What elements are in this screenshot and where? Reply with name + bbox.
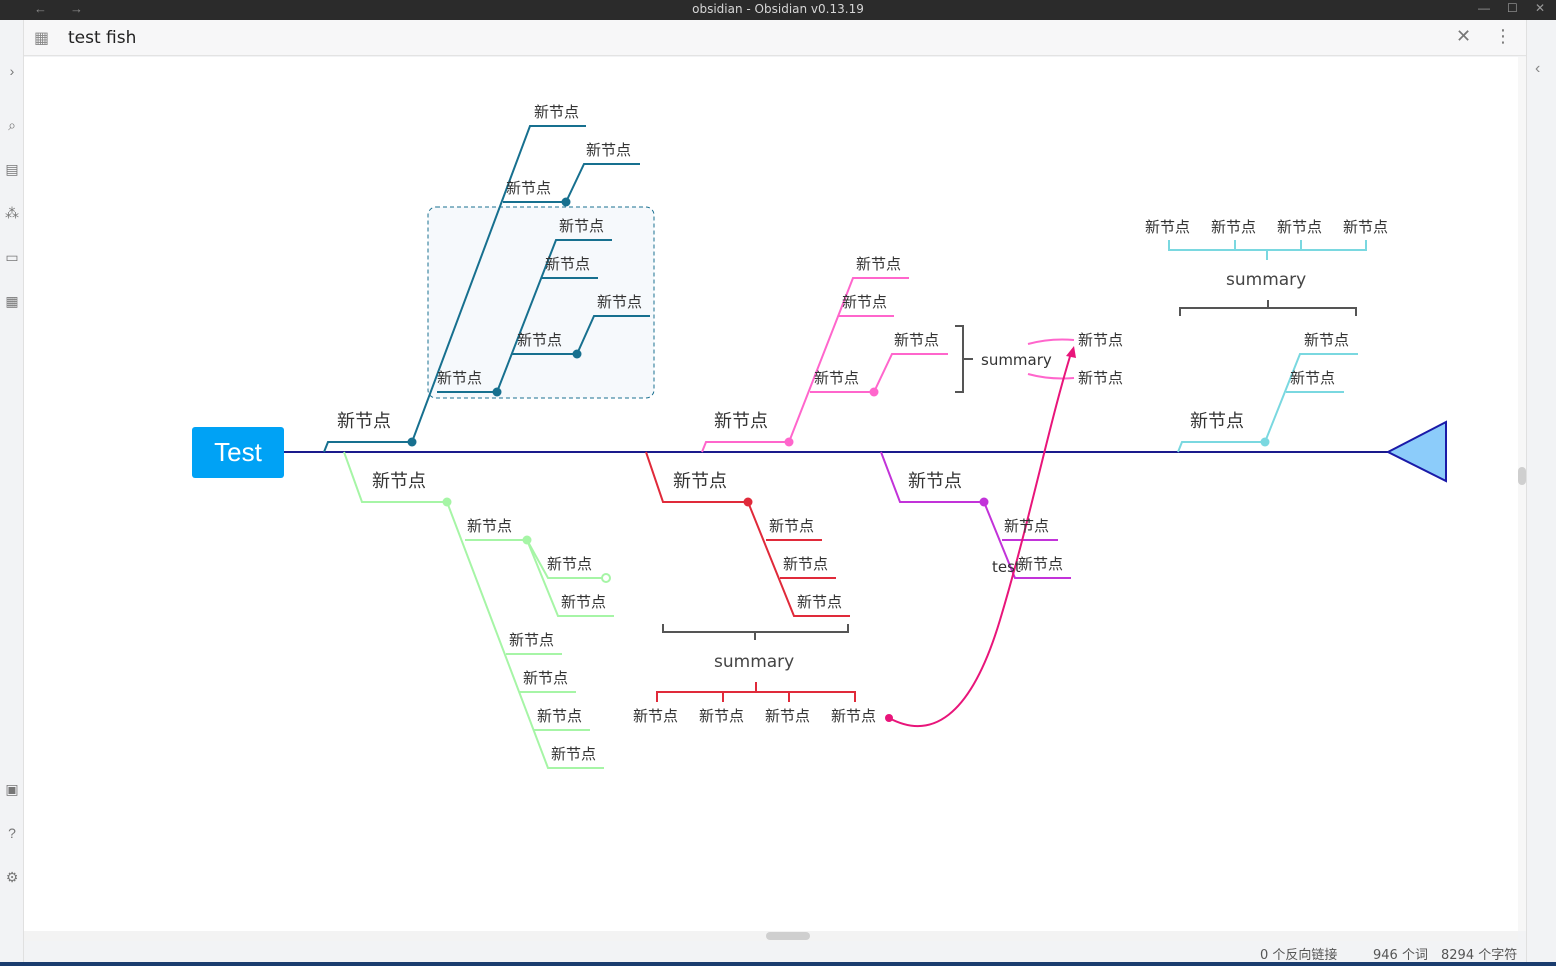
node-green-3[interactable]: 新节点	[561, 593, 607, 611]
node-red-2[interactable]: 新节点	[783, 555, 829, 573]
collapse-right-icon[interactable]: ‹	[1535, 60, 1541, 77]
root-node[interactable]: Test	[192, 427, 284, 478]
node-purple-test[interactable]: test	[992, 558, 1021, 576]
window-title: obsidian - Obsidian v0.13.19	[692, 2, 864, 16]
node-green-6[interactable]: 新节点	[537, 707, 583, 725]
node-cyan-top-3[interactable]: 新节点	[1277, 218, 1323, 236]
fishbone-diagram	[284, 125, 1447, 769]
vertical-scrollbar[interactable]	[1518, 57, 1526, 931]
node-blue-5[interactable]: 新节点	[545, 255, 591, 273]
node-blue-8[interactable]: 新节点	[437, 369, 483, 387]
window-titlebar: ← → obsidian - Obsidian v0.13.19 — ☐ ✕	[0, 0, 1556, 20]
node-blue-7[interactable]: 新节点	[517, 331, 563, 349]
node-green-7[interactable]: 新节点	[551, 745, 597, 763]
node-cyan-top-4[interactable]: 新节点	[1343, 218, 1389, 236]
os-taskbar-strip	[0, 962, 1556, 966]
node-purple-2[interactable]: 新节点	[1018, 555, 1064, 573]
expand-sidebar-icon[interactable]: ›	[9, 63, 15, 79]
summary-red[interactable]: summary	[714, 652, 795, 672]
relation-arrow	[888, 349, 1073, 727]
graph-view-icon[interactable]: ⁂	[5, 205, 19, 221]
word-count: 946 个词	[1373, 948, 1428, 963]
node-blue-main[interactable]: 新节点	[337, 411, 391, 432]
quick-switch-icon[interactable]: ⌕	[8, 117, 16, 133]
forward-arrow-icon[interactable]: →	[70, 1, 83, 16]
node-cyan-top-1[interactable]: 新节点	[1145, 218, 1191, 236]
blue-branch	[323, 125, 650, 453]
maximize-icon[interactable]: ☐	[1507, 1, 1518, 15]
node-blue-4[interactable]: 新节点	[559, 217, 605, 235]
node-cyan-2[interactable]: 新节点	[1290, 369, 1336, 387]
node-purple-1[interactable]: 新节点	[1004, 517, 1050, 535]
mindmap-canvas[interactable]: Test 新节点 新节点 新节点 新节点 新节点 新节点 新节点 新节点 新节点…	[24, 57, 1518, 931]
node-green-2[interactable]: 新节点	[547, 555, 593, 573]
node-pink-sum-1[interactable]: 新节点	[1078, 331, 1124, 349]
minimize-icon[interactable]: —	[1478, 1, 1490, 15]
node-pink-2[interactable]: 新节点	[842, 293, 888, 311]
node-red-sum-3[interactable]: 新节点	[765, 707, 811, 725]
char-count: 8294 个字符	[1441, 948, 1518, 963]
node-pink-1[interactable]: 新节点	[856, 255, 902, 273]
vault-icon[interactable]: ▣	[5, 781, 19, 797]
node-pink-main[interactable]: 新节点	[714, 411, 768, 432]
node-pink-sum-2[interactable]: 新节点	[1078, 369, 1124, 387]
close-tab-icon[interactable]: ✕	[1456, 26, 1472, 46]
node-cyan-1[interactable]: 新节点	[1304, 331, 1350, 349]
node-cyan-top-2[interactable]: 新节点	[1211, 218, 1257, 236]
node-blue-2[interactable]: 新节点	[586, 141, 632, 159]
status-bar: 0 个反向链接 946 个词 8294 个字符	[1230, 944, 1556, 964]
summary-pink[interactable]: summary	[981, 351, 1052, 369]
file-explorer-icon[interactable]: ▤	[5, 161, 19, 177]
left-ribbon: › ⌕ ▤ ⁂ ▭ ▦ ▣ ? ⚙	[0, 20, 24, 966]
node-blue-3[interactable]: 新节点	[506, 179, 552, 197]
node-blue-1[interactable]: 新节点	[534, 103, 580, 121]
horizontal-scrollbar[interactable]	[24, 931, 1518, 941]
node-red-sum-1[interactable]: 新节点	[633, 707, 679, 725]
node-red-sum-2[interactable]: 新节点	[699, 707, 745, 725]
node-pink-4[interactable]: 新节点	[814, 369, 860, 387]
view-header: ▦ test fish ✕ ⋮	[24, 20, 1526, 56]
node-green-1[interactable]: 新节点	[467, 517, 513, 535]
node-green-5[interactable]: 新节点	[523, 669, 569, 687]
node-red-1[interactable]: 新节点	[769, 517, 815, 535]
back-arrow-icon[interactable]: ←	[34, 1, 47, 16]
horizontal-scroll-thumb[interactable]	[766, 932, 810, 940]
node-pink-3[interactable]: 新节点	[894, 331, 940, 349]
close-window-icon[interactable]: ✕	[1535, 1, 1546, 15]
fish-tail	[1385, 420, 1447, 483]
templates-icon[interactable]: ▭	[5, 249, 19, 265]
node-red-main[interactable]: 新节点	[673, 471, 727, 492]
help-icon[interactable]: ?	[8, 825, 16, 841]
selection-box	[427, 206, 655, 399]
node-cyan-main[interactable]: 新节点	[1190, 411, 1244, 432]
mindmap-icon[interactable]: ▦	[5, 293, 19, 309]
right-ribbon: ‹	[1526, 20, 1556, 966]
note-title: test fish	[68, 28, 137, 48]
more-options-icon[interactable]: ⋮	[1494, 26, 1512, 46]
node-green-4[interactable]: 新节点	[509, 631, 555, 649]
node-red-3[interactable]: 新节点	[797, 593, 843, 611]
backlinks-count[interactable]: 0 个反向链接	[1260, 948, 1338, 963]
node-blue-6[interactable]: 新节点	[597, 293, 643, 311]
mindmap-view-icon[interactable]: ▦	[34, 30, 50, 47]
node-red-sum-4[interactable]: 新节点	[831, 707, 877, 725]
node-green-main[interactable]: 新节点	[372, 471, 426, 492]
vertical-scroll-thumb[interactable]	[1518, 467, 1526, 485]
summary-cyan[interactable]: summary	[1226, 270, 1307, 290]
settings-gear-icon[interactable]: ⚙	[5, 869, 19, 885]
node-purple-main[interactable]: 新节点	[908, 471, 962, 492]
